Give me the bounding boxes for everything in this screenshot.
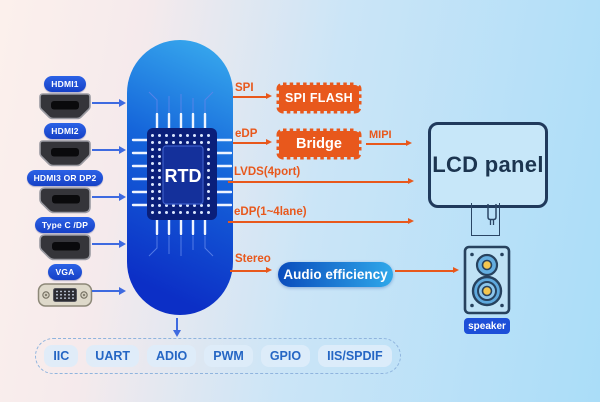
bus-item-uart: UART	[86, 345, 140, 367]
spi-channel-label: SPI	[235, 82, 254, 94]
hdmi2-label: HDMI2	[44, 123, 86, 139]
spi-arrow	[233, 93, 272, 99]
mipi-channel-label: MIPI	[369, 129, 392, 141]
stereo-arrow	[230, 267, 272, 273]
hdmi-connector-icon	[39, 139, 91, 166]
stereo-channel-label: Stereo	[235, 253, 271, 265]
port-hdmi2: HDMI2	[29, 123, 101, 167]
edp-channel-label: eDP	[235, 128, 258, 140]
plug-icon	[487, 204, 497, 225]
lvds-arrow	[228, 178, 414, 184]
rtd-chip-icon: RTD	[131, 91, 232, 257]
bus-item-gpio: GPIO	[260, 345, 311, 367]
bus-arrow	[173, 318, 181, 337]
peripheral-bus: IIC UART ADIO PWM GPIO IIS/SPDIF	[35, 338, 401, 374]
audio-efficiency-block: Audio efficiency	[278, 262, 393, 287]
ic-teeth-icon	[276, 82, 362, 114]
vga-arrow	[92, 287, 126, 295]
port-hdmi1: HDMI1	[29, 76, 101, 120]
spi-flash-block: SPI FLASH	[274, 80, 364, 116]
port-vga: VGA	[29, 264, 101, 309]
bus-item-iis-spdif: IIS/SPDIF	[318, 345, 392, 367]
edp-lane-arrow	[228, 218, 414, 224]
hdmi2-arrow	[92, 146, 126, 154]
bus-item-iic: IIC	[44, 345, 79, 367]
edp-arrow	[233, 139, 272, 145]
hdmi1-label: HDMI1	[44, 76, 86, 92]
port-hdmi3-dp2: HDMI3 OR DP2	[26, 170, 104, 214]
audio-to-speaker-arrow	[395, 267, 459, 273]
edp-lane-channel-label: eDP(1~4lane)	[234, 206, 307, 218]
lcd-panel: LCD panel	[428, 122, 548, 208]
chip-label: RTD	[165, 166, 202, 186]
dp-connector-icon	[39, 186, 91, 213]
spi-flash-label: SPI FLASH	[285, 91, 353, 105]
hdmi3-dp2-arrow	[92, 193, 126, 201]
typec-dp-label: Type C /DP	[34, 217, 96, 233]
bus-item-adio: ADIO	[147, 345, 197, 367]
bridge-label: Bridge	[296, 136, 342, 152]
hdmi-connector-icon	[39, 92, 91, 119]
mipi-arrow	[366, 140, 412, 146]
dp-connector-icon	[39, 233, 91, 260]
speaker-icon	[463, 245, 511, 315]
bus-item-pwm: PWM	[204, 345, 253, 367]
lcd-stand	[471, 203, 500, 236]
speaker-label: speaker	[464, 318, 510, 334]
vga-connector-icon	[37, 282, 93, 307]
ic-teeth-icon	[276, 128, 362, 160]
bridge-block: Bridge	[274, 126, 364, 162]
vga-label: VGA	[48, 264, 82, 280]
typec-dp-arrow	[92, 240, 126, 248]
hdmi3-dp2-label: HDMI3 OR DP2	[26, 170, 104, 186]
hdmi1-arrow	[92, 99, 126, 107]
lvds-channel-label: LVDS(4port)	[234, 166, 301, 178]
port-typec-dp: Type C /DP	[29, 217, 101, 261]
